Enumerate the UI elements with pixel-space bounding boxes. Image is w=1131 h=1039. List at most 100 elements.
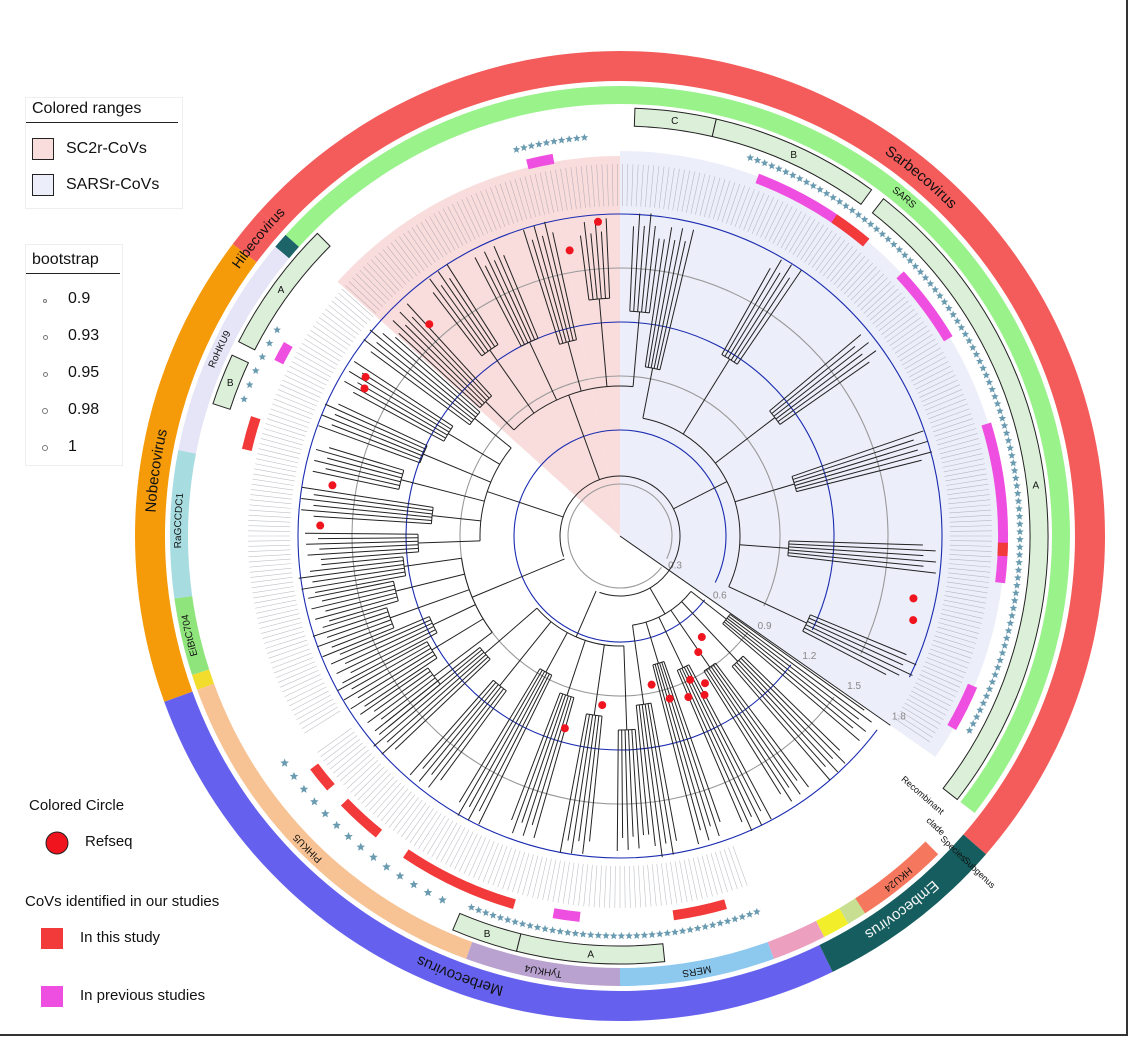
refseq-circle xyxy=(694,648,703,657)
tip-label xyxy=(463,835,482,874)
tip-label xyxy=(466,197,484,236)
branch xyxy=(771,345,856,414)
tip-label xyxy=(298,347,336,370)
study-star xyxy=(344,832,353,841)
tip-label xyxy=(263,428,305,441)
tip-label xyxy=(938,622,980,634)
branch xyxy=(795,451,932,490)
tip-label xyxy=(487,844,504,884)
tip-label xyxy=(470,194,489,234)
bootstrap-dot xyxy=(42,290,48,308)
branch xyxy=(728,615,872,723)
tip-label xyxy=(268,413,309,428)
tip-label xyxy=(445,827,466,865)
study-bar xyxy=(241,416,261,451)
tip-label xyxy=(249,567,292,573)
branch xyxy=(321,556,404,566)
tip-label xyxy=(331,300,365,328)
branch xyxy=(380,677,436,720)
branch xyxy=(731,666,831,781)
study-star xyxy=(671,928,679,936)
tip-label xyxy=(667,167,675,210)
study-star xyxy=(1016,535,1024,543)
tip-label xyxy=(549,170,559,212)
tip-label xyxy=(565,167,573,210)
branch xyxy=(682,358,731,435)
branch xyxy=(647,703,674,855)
tip-label xyxy=(949,558,992,563)
study-star xyxy=(1006,619,1015,627)
tip-label xyxy=(943,599,985,609)
tip-label xyxy=(413,810,438,847)
ring-label-1: clade xyxy=(924,815,947,837)
branch xyxy=(791,430,924,477)
study-star xyxy=(753,907,761,916)
study-star xyxy=(745,910,754,918)
tip-label xyxy=(257,453,299,464)
branch xyxy=(317,619,392,648)
branch xyxy=(715,662,809,788)
study-star xyxy=(640,931,649,939)
branch xyxy=(529,341,558,401)
tip-label xyxy=(948,563,991,568)
tip-label xyxy=(939,443,981,455)
branch xyxy=(589,716,603,842)
refseq-circle xyxy=(316,521,325,530)
tip-label xyxy=(399,236,425,271)
tip-label xyxy=(921,384,960,403)
tip-label xyxy=(384,791,412,825)
refseq-circle xyxy=(361,373,370,382)
tip-label xyxy=(555,169,563,212)
tip-label xyxy=(583,864,589,907)
tip-label xyxy=(255,463,297,473)
study-star xyxy=(789,171,797,179)
tip-label xyxy=(937,626,978,639)
branch xyxy=(395,573,465,592)
refseq-circle xyxy=(560,724,569,733)
branch-arc xyxy=(428,616,438,634)
branch xyxy=(305,532,419,535)
tip-label xyxy=(298,702,336,725)
refseq-circle-swatch xyxy=(45,831,69,855)
tip-label xyxy=(282,379,321,398)
branch xyxy=(423,453,491,483)
tip-label xyxy=(317,727,352,753)
tip-label xyxy=(378,252,407,285)
tip-label xyxy=(938,438,980,450)
branch xyxy=(726,617,860,720)
tip-label xyxy=(679,860,688,902)
tip-label xyxy=(826,245,854,280)
study-star xyxy=(945,304,953,312)
species-segment xyxy=(855,841,939,914)
tip-label xyxy=(265,635,306,649)
tip-label xyxy=(301,706,338,729)
scale-ring xyxy=(351,267,889,805)
study-star xyxy=(299,784,309,793)
branch-arc xyxy=(417,534,420,552)
study-star xyxy=(965,726,974,734)
tip-label xyxy=(411,227,436,263)
study-star xyxy=(936,291,944,300)
colored-ranges-layer xyxy=(337,151,1005,757)
branch-arc xyxy=(513,385,634,431)
tip-label xyxy=(286,370,325,390)
tip-label xyxy=(293,356,331,378)
study-star xyxy=(1009,459,1018,467)
branch xyxy=(623,645,628,730)
tip-label xyxy=(670,862,678,904)
study-star xyxy=(548,926,557,934)
scale-ring xyxy=(567,483,673,589)
refseq-label: Refseq xyxy=(85,833,133,850)
branch xyxy=(313,504,432,518)
tip-label xyxy=(917,678,956,698)
branch xyxy=(656,663,710,841)
branch xyxy=(650,703,677,841)
branch-arc xyxy=(536,607,624,647)
study-star xyxy=(265,339,274,347)
tip-label xyxy=(352,277,383,307)
branch xyxy=(653,228,684,369)
tip-label xyxy=(461,199,480,238)
tip-label xyxy=(248,558,291,563)
tip-label xyxy=(860,281,892,311)
study-star xyxy=(693,924,702,932)
